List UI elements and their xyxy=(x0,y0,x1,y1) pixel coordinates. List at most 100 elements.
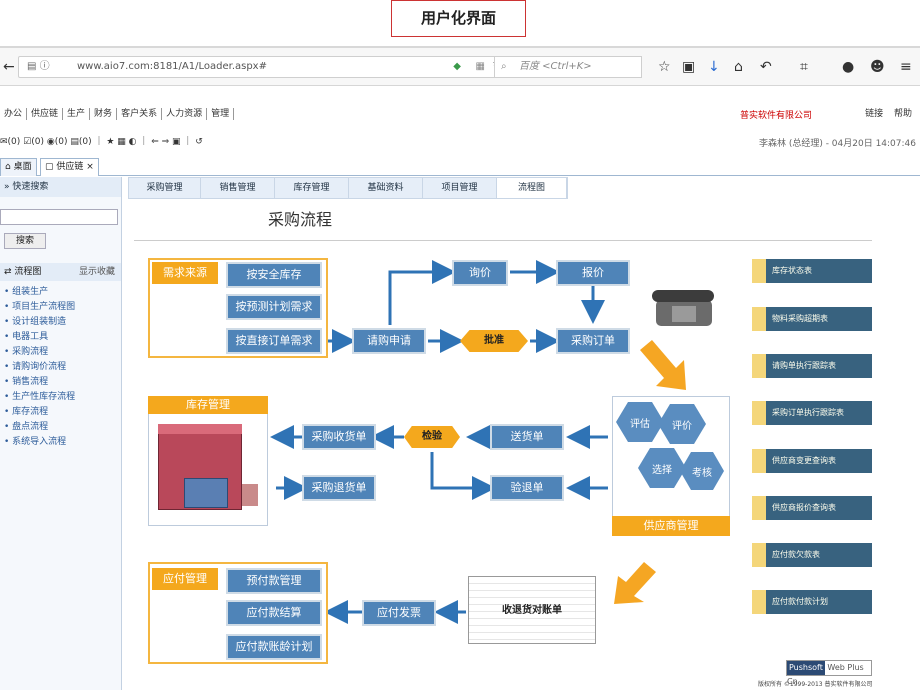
list-item[interactable]: • 库存流程 xyxy=(4,407,49,417)
return-box[interactable]: 采购退货单 xyxy=(302,475,376,501)
menu-item[interactable]: 生产 xyxy=(63,108,91,120)
face-icon[interactable]: ☻ xyxy=(870,59,885,75)
demand-source-box[interactable]: 需求来源 xyxy=(152,262,218,284)
delivery-box[interactable]: 送货单 xyxy=(490,424,564,450)
settlement-box[interactable]: 应付款结算 xyxy=(226,600,322,626)
safety-stock-box[interactable]: 按安全库存 xyxy=(226,262,322,288)
mail-icon[interactable]: ✉ xyxy=(0,137,8,147)
list-item[interactable]: • 设计组装制造 xyxy=(4,317,67,327)
direct-order-box[interactable]: 按直接订单需求 xyxy=(226,328,322,354)
invoice-box[interactable]: 应付发票 xyxy=(362,600,436,626)
quick-search-header[interactable]: » 快速搜索 xyxy=(0,177,121,197)
list-item[interactable]: • 生产性库存流程 xyxy=(4,392,76,402)
list-item[interactable]: • 采购流程 xyxy=(4,347,49,357)
menu-item[interactable]: 客户关系 xyxy=(117,108,163,120)
report-link-label: 采购订单执行跟踪表 xyxy=(772,408,844,417)
tool-icons[interactable]: ｜ ★ ▦ ◐ ｜ ⇐ ⇒ ▣ ｜ ↺ xyxy=(94,137,203,147)
link-marker xyxy=(752,401,766,425)
purchase-order-box[interactable]: 采购订单 xyxy=(556,328,630,354)
approve-diamond[interactable]: 批准 xyxy=(460,330,528,352)
shield-icon[interactable]: ◆ xyxy=(453,61,461,72)
quick-search-input[interactable] xyxy=(0,209,118,225)
home-icon[interactable]: ⌂ xyxy=(734,59,743,75)
home-icon: ⌂ xyxy=(5,162,11,172)
tab-purchase[interactable]: 采购管理 xyxy=(129,178,201,198)
forecast-box[interactable]: 按预测计划需求 xyxy=(226,294,322,320)
list-item-label: 库存流程 xyxy=(12,407,49,417)
report-link[interactable]: 库存状态表 xyxy=(752,259,872,283)
download-icon[interactable]: ↓ xyxy=(708,59,720,75)
tab-basic-data[interactable]: 基础资料 xyxy=(349,178,423,198)
purchase-request-box[interactable]: 请购申请 xyxy=(352,328,426,354)
report-link[interactable]: 采购订单执行跟踪表 xyxy=(752,401,872,425)
link-marker xyxy=(752,307,766,331)
inquiry-box[interactable]: 询价 xyxy=(452,260,508,286)
tab-desktop[interactable]: ⌂ 桌面 xyxy=(0,158,37,176)
link-marker xyxy=(752,590,766,614)
report-link[interactable]: 请购单执行跟踪表 xyxy=(752,354,872,378)
doc-icon[interactable]: ▤ xyxy=(70,137,79,147)
menu-item[interactable]: 财务 xyxy=(90,108,118,120)
list-item[interactable]: • 请购询价流程 xyxy=(4,362,67,372)
title-divider xyxy=(134,240,872,241)
flow-header[interactable]: ⇄ 流程图显示收藏 xyxy=(0,263,121,281)
menu-icon[interactable]: ≡ xyxy=(900,59,912,75)
undo-icon[interactable]: ↶ xyxy=(760,59,772,75)
list-item[interactable]: • 组装生产 xyxy=(4,287,49,297)
list-item[interactable]: • 盘点流程 xyxy=(4,422,49,432)
inspect-diamond[interactable]: 检验 xyxy=(404,426,460,448)
list-item[interactable]: • 电器工具 xyxy=(4,332,49,342)
list-item[interactable]: • 项目生产流程图 xyxy=(4,302,76,312)
bulb-icon[interactable]: ◉ xyxy=(46,137,55,147)
address-bar[interactable]: ▤ ⓘ www.aio7.com:8181/A1/Loader.aspx# ◆ … xyxy=(18,56,506,78)
report-link[interactable]: 供应商报价查询表 xyxy=(752,496,872,520)
prepayment-box[interactable]: 预付款管理 xyxy=(226,568,322,594)
chat-icon[interactable]: ● xyxy=(842,59,855,75)
screenshot-icon[interactable]: ⌗ xyxy=(800,59,808,75)
reader-icon[interactable]: ▣ xyxy=(682,59,696,75)
back-icon[interactable]: ← xyxy=(3,59,15,75)
tab-flowchart[interactable]: 流程图 xyxy=(497,178,567,198)
search-button[interactable]: 搜索 xyxy=(4,233,46,249)
close-icon[interactable]: × xyxy=(86,162,94,172)
tab-sales[interactable]: 销售管理 xyxy=(201,178,275,198)
quote-box[interactable]: 报价 xyxy=(556,260,630,286)
receipt-box[interactable]: 采购收货单 xyxy=(302,424,376,450)
help-menu[interactable]: 帮助 xyxy=(893,109,912,119)
tab-inventory[interactable]: 库存管理 xyxy=(275,178,349,198)
star-icon[interactable]: ☆ xyxy=(658,59,671,75)
payable-mgmt-box[interactable]: 应付管理 xyxy=(152,568,218,590)
list-item[interactable]: • 销售流程 xyxy=(4,377,49,387)
list-item-label: 系统导入流程 xyxy=(12,437,67,447)
page-title: 采购流程 xyxy=(268,210,333,229)
menu-item[interactable]: 管理 xyxy=(207,108,235,120)
report-link[interactable]: 物料采购超期表 xyxy=(752,307,872,331)
tab-supply-chain[interactable]: ▢ 供应链 × xyxy=(40,158,99,176)
search-icon: ⌕ xyxy=(501,61,507,72)
aging-plan-box[interactable]: 应付款账龄计划 xyxy=(226,634,322,660)
report-link[interactable]: 应付款付款计划 xyxy=(752,590,872,614)
warehouse-icon xyxy=(158,424,258,514)
browser-search[interactable]: ⌕ 百度 <Ctrl+K> xyxy=(494,56,642,78)
report-link-label: 供应商报价查询表 xyxy=(772,503,836,512)
menu-item[interactable]: 办公 xyxy=(0,108,28,120)
page-icon[interactable]: ▦ xyxy=(475,61,485,72)
list-item-label: 盘点流程 xyxy=(12,422,49,432)
return-slip-box[interactable]: 验退单 xyxy=(490,475,564,501)
task-icon[interactable]: ☑ xyxy=(23,137,32,147)
list-item[interactable]: • 系统导入流程 xyxy=(4,437,67,447)
link-marker xyxy=(752,259,766,283)
report-link-label: 应付款欠款表 xyxy=(772,550,820,559)
search-placeholder: 百度 <Ctrl+K> xyxy=(519,61,592,72)
report-link[interactable]: 供应商变更查询表 xyxy=(752,449,872,473)
show-favorites[interactable]: 显示收藏 xyxy=(78,267,115,277)
menu-item[interactable]: 人力资源 xyxy=(162,108,208,120)
menu-item[interactable]: 供应链 xyxy=(27,108,64,120)
link-menu[interactable]: 链接 xyxy=(865,109,884,119)
tab-project[interactable]: 项目管理 xyxy=(423,178,497,198)
statement-label[interactable]: 收退货对账单 xyxy=(502,605,562,616)
supplier-mgmt-footer[interactable]: 供应商管理 xyxy=(612,516,730,536)
inventory-mgmt-header[interactable]: 库存管理 xyxy=(148,396,268,414)
report-link[interactable]: 应付款欠款表 xyxy=(752,543,872,567)
list-item-label: 组装生产 xyxy=(12,287,49,297)
